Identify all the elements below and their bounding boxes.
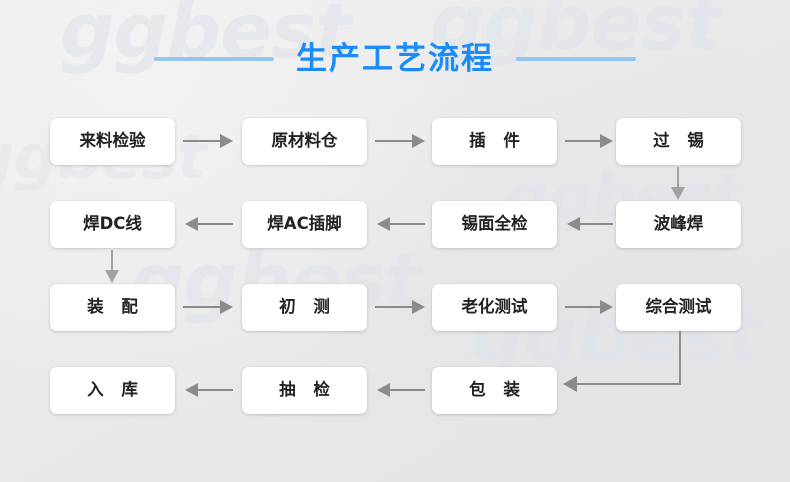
- flow-node-wave-soldering[interactable]: 波峰焊: [616, 201, 741, 248]
- arrow-head: [185, 383, 198, 397]
- arrow-left-icon: [377, 382, 425, 398]
- title-rule-left: [154, 57, 274, 61]
- arrow-shaft: [375, 140, 412, 142]
- connector-segment-vertical: [679, 331, 681, 385]
- arrow-right-icon: [375, 299, 425, 315]
- page-title-block: 生产工艺流程: [0, 36, 790, 82]
- arrow-shaft: [183, 140, 220, 142]
- arrow-left-icon: [185, 216, 233, 232]
- arrow-shaft: [565, 140, 600, 142]
- flow-node-label: 波峰焊: [653, 214, 704, 234]
- arrow-shaft: [390, 223, 425, 225]
- arrow-shaft: [183, 306, 220, 308]
- flow-node-packing[interactable]: 包 装: [432, 367, 557, 414]
- arrow-head: [600, 300, 613, 314]
- connector-segment-horizontal: [577, 383, 681, 385]
- arrow-head: [412, 134, 425, 148]
- flow-node-label: 来料检验: [79, 131, 146, 151]
- flow-node-assembly[interactable]: 装 配: [50, 284, 175, 331]
- arrow-left-icon: [377, 216, 425, 232]
- arrow-left-icon: [567, 216, 613, 232]
- arrow-head: [377, 383, 390, 397]
- flow-node-dc-wire-soldering[interactable]: 焊DC线: [50, 201, 175, 248]
- arrow-head: [220, 300, 233, 314]
- arrow-head: [567, 217, 580, 231]
- flow-node-insertion[interactable]: 插 件: [432, 118, 557, 165]
- flow-node-label: 焊AC插脚: [267, 214, 342, 234]
- arrow-shaft: [677, 167, 679, 187]
- connector-dc-wire-to-assembly-icon: [104, 250, 120, 283]
- connector-tin-to-wave-solder-icon: [670, 167, 686, 200]
- flow-node-label: 焊DC线: [83, 214, 142, 234]
- arrow-right-icon: [183, 299, 233, 315]
- flow-node-warehousing[interactable]: 入 库: [50, 367, 175, 414]
- arrow-head: [220, 134, 233, 148]
- flow-node-label: 包 装: [469, 380, 526, 400]
- arrow-head: [412, 300, 425, 314]
- flow-node-label: 锡面全检: [461, 214, 528, 234]
- flow-node-label: 抽 检: [279, 380, 336, 400]
- flow-node-label: 综合测试: [645, 297, 712, 317]
- page-title: 生产工艺流程: [296, 40, 494, 77]
- flow-node-tin-surface-inspection[interactable]: 锡面全检: [432, 201, 557, 248]
- arrow-head: [671, 187, 685, 200]
- arrow-shaft: [198, 223, 233, 225]
- flow-node-comprehensive-test[interactable]: 综合测试: [616, 284, 741, 331]
- arrow-head: [600, 134, 613, 148]
- arrow-right-icon: [375, 133, 425, 149]
- flow-node-label: 插 件: [469, 131, 526, 151]
- flow-node-raw-material-warehouse[interactable]: 原材料仓: [242, 118, 367, 165]
- arrow-head: [563, 376, 577, 392]
- arrow-head: [185, 217, 198, 231]
- arrow-shaft: [565, 306, 600, 308]
- flow-node-initial-test[interactable]: 初 测: [242, 284, 367, 331]
- flow-node-sampling-inspection[interactable]: 抽 检: [242, 367, 367, 414]
- arrow-shaft: [111, 250, 113, 270]
- arrow-right-icon: [565, 133, 613, 149]
- flow-node-label: 初 测: [279, 297, 336, 317]
- arrow-head: [105, 270, 119, 283]
- arrow-shaft: [390, 389, 425, 391]
- flow-node-incoming-inspection[interactable]: 来料检验: [50, 118, 175, 165]
- flow-node-label: 装 配: [87, 297, 144, 317]
- flow-node-label: 老化测试: [461, 297, 528, 317]
- flow-node-tinning[interactable]: 过 锡: [616, 118, 741, 165]
- arrow-shaft: [580, 223, 613, 225]
- flow-node-label: 入 库: [87, 380, 144, 400]
- flow-node-label: 原材料仓: [271, 131, 338, 151]
- arrow-shaft: [198, 389, 233, 391]
- flow-node-ac-pin-soldering[interactable]: 焊AC插脚: [242, 201, 367, 248]
- flow-node-label: 过 锡: [653, 131, 710, 151]
- arrow-right-icon: [565, 299, 613, 315]
- arrow-right-icon: [183, 133, 233, 149]
- arrow-left-icon: [185, 382, 233, 398]
- title-rule-right: [516, 57, 636, 61]
- arrow-head: [377, 217, 390, 231]
- arrow-shaft: [375, 306, 412, 308]
- connector-final-test-to-packing-icon: [555, 331, 685, 392]
- flow-node-aging-test[interactable]: 老化测试: [432, 284, 557, 331]
